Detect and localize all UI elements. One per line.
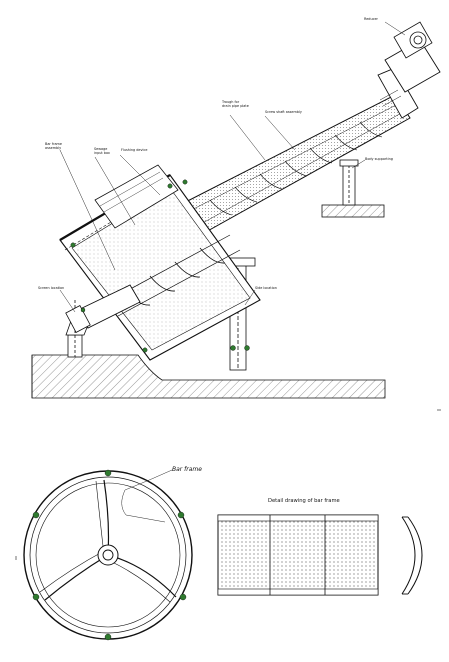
label-detail-drawing: Detail drawing of bar frame bbox=[268, 498, 340, 504]
label-trough-line-2: drain pipe plate bbox=[222, 104, 249, 108]
ground-foundation bbox=[31, 354, 386, 399]
reducer-motor bbox=[377, 21, 441, 119]
label-screw-shaft: Screw shaft assembly bbox=[265, 110, 302, 114]
label-sewage-input-box: Sewage input box bbox=[94, 147, 110, 155]
label-flushing-device: Flushing device bbox=[121, 148, 147, 152]
screw-flights bbox=[209, 121, 383, 216]
screen-body bbox=[59, 164, 261, 361]
top-labels: Reducer Trough for drain pipe plate Scre… bbox=[38, 17, 393, 290]
label-sewage-input-box-line-1: Sewage bbox=[94, 147, 107, 151]
bar-frame-round bbox=[23, 469, 193, 641]
label-sewage-input-box-line-2: input box bbox=[94, 151, 110, 155]
label-bar-frame-assembly-line-1: Bar frame bbox=[45, 142, 62, 146]
label-bar-frame: Bar frame bbox=[172, 466, 202, 473]
label-side-location: Side location bbox=[255, 286, 277, 290]
label-trough-line-1: Trough for bbox=[221, 100, 240, 104]
right-support-slab bbox=[321, 159, 385, 218]
label-screen-location: Screen location bbox=[38, 286, 64, 290]
label-bar-frame-assembly-line-2: assembly bbox=[45, 146, 61, 150]
sheet-ticks bbox=[15, 409, 441, 560]
label-bar-frame-assembly: Bar frame assembly bbox=[45, 142, 63, 150]
side-view bbox=[31, 21, 441, 399]
bar-frame-bolts bbox=[32, 469, 187, 641]
label-body-supporting: Body supporting bbox=[365, 157, 393, 161]
label-trough: Trough for drain pipe plate bbox=[221, 100, 249, 108]
label-reducer: Reducer bbox=[364, 17, 379, 21]
leader-lines bbox=[59, 21, 406, 313]
detail-bar-frame bbox=[217, 514, 423, 596]
